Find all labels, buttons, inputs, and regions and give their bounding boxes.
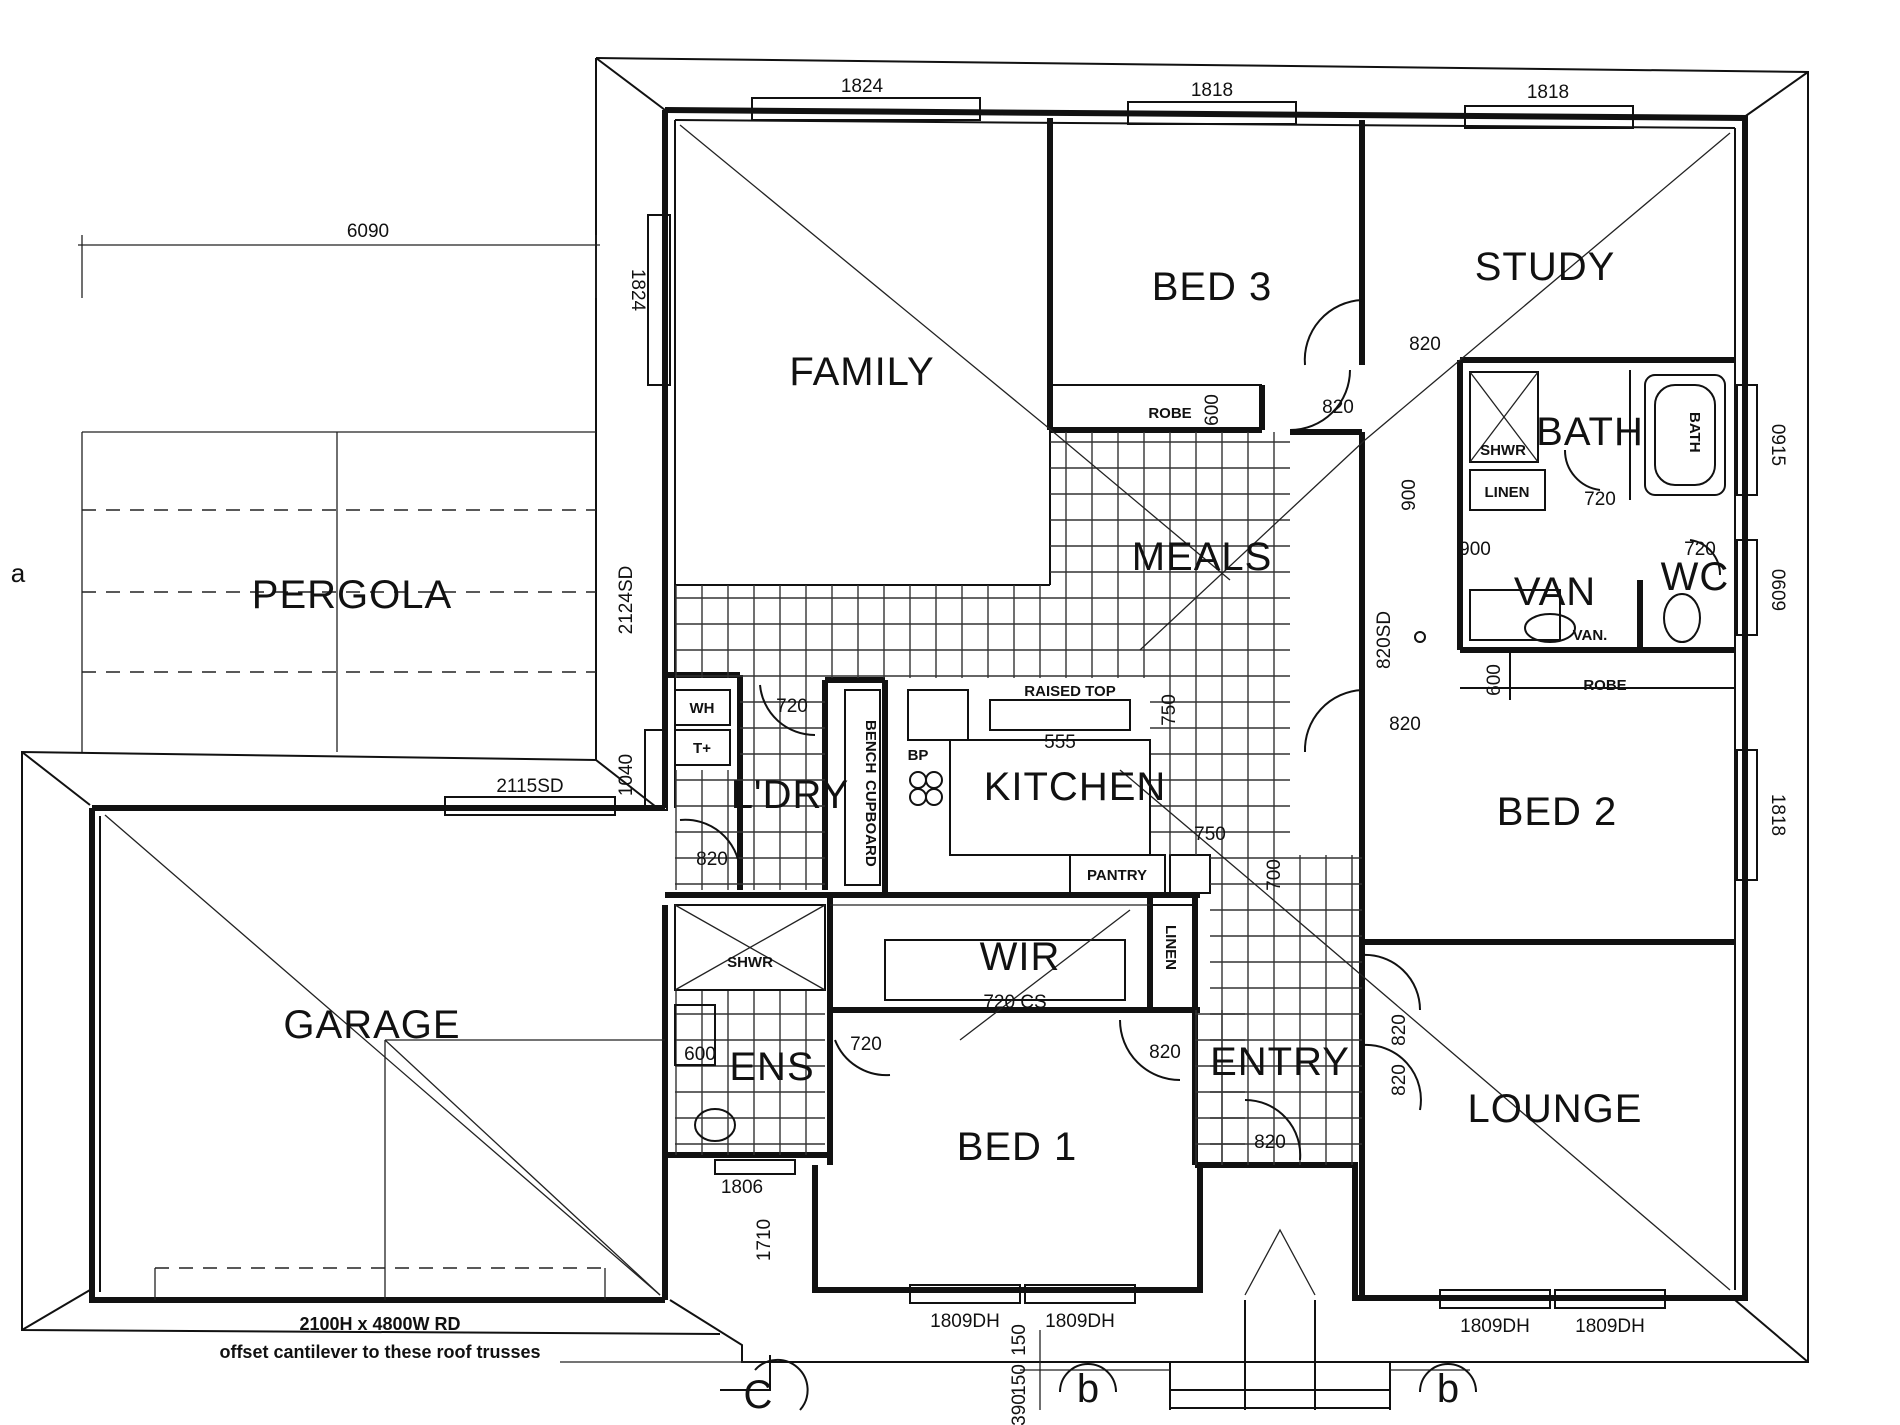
room-garage: GARAGE (283, 1003, 460, 1047)
dim-top-window-1: 1824 (841, 76, 884, 97)
dim-lounge-door-2: 820 (1389, 1064, 1410, 1096)
dim-ens-side: 1710 (754, 1219, 775, 1261)
section-marks: b b C a (11, 558, 1477, 1417)
floor-tiles (675, 432, 1362, 1165)
room-bed2: BED 2 (1497, 790, 1618, 834)
dim-door-bed3: 820 (1322, 397, 1354, 418)
dim-step-3: 390 (1009, 1394, 1030, 1425)
dim-wir-cavity-door: 720 CS (983, 992, 1046, 1013)
room-lounge: LOUNGE (1468, 1087, 1643, 1131)
dim-bath-door: 720 (1584, 489, 1616, 510)
dim-lounge-door-1: 820 (1389, 1014, 1410, 1046)
dim-vanity-side: 900 (1459, 539, 1491, 560)
room-labels: FAMILY BED 3 STUDY PERGOLA MEALS BATH VA… (252, 245, 1730, 1169)
label-shower-bath: SHWR (1480, 442, 1526, 459)
label-bp: BP (908, 747, 929, 764)
porch (560, 1228, 1470, 1410)
interior-walls (662, 118, 1735, 1295)
dim-pergola-width: 6090 (347, 221, 389, 242)
dim-hall-sliding-door: 820SD (1374, 611, 1395, 669)
dim-ens-window: 1806 (721, 1177, 763, 1198)
label-pantry: PANTRY (1087, 867, 1147, 884)
section-mark-bottom: C (744, 1373, 773, 1417)
label-robe-bed2: ROBE (1583, 677, 1626, 694)
label-robe-bed3: ROBE (1148, 405, 1191, 422)
dim-ens-door: 720 (850, 1034, 882, 1055)
room-diagonals (104, 124, 1731, 1300)
dim-ldry-window: 1040 (616, 754, 637, 796)
dim-entry-door: 820 (1254, 1132, 1286, 1153)
dim-bath-side-window: 0915 (1767, 424, 1788, 466)
roof-outline (21, 57, 1809, 1363)
label-water-heater: WH (690, 700, 715, 717)
dim-door-bed2: 820 (1389, 714, 1421, 735)
label-cupboard: CUPBOARD (862, 780, 879, 867)
exterior-walls (89, 107, 1748, 1303)
windows (444, 97, 1758, 1309)
label-linen-wir: LINEN (1162, 925, 1179, 970)
dim-ldry-door: 720 (776, 696, 808, 717)
label-linen-bath: LINEN (1485, 484, 1530, 501)
room-bed1: BED 1 (957, 1125, 1078, 1169)
dimension-labels: 1824 1818 1818 6090 1824 2124SD 1040 211… (347, 76, 1788, 1425)
dim-robe-depth-bed2: 600 (1484, 664, 1505, 696)
dim-bed1-window-2: 1809DH (1045, 1311, 1115, 1332)
dim-bed1-window-1: 1809DH (930, 1311, 1000, 1332)
label-vanity-bath: VAN. (1573, 627, 1608, 644)
dim-family-sliding-door: 2124SD (616, 566, 637, 635)
dim-lounge-window-2: 1809DH (1575, 1316, 1645, 1337)
pergola (78, 235, 600, 752)
room-study: STUDY (1475, 245, 1616, 289)
dim-wc-door: 720 (1684, 539, 1716, 560)
room-ens: ENS (729, 1045, 814, 1089)
dim-kitchen-bench: 750 (1159, 694, 1180, 726)
dim-bed2-side-window: 1818 (1767, 794, 1788, 836)
dim-top-window-3: 1818 (1527, 82, 1569, 103)
dim-family-side-window: 1824 (627, 269, 648, 312)
label-bath-tub: BATH (1686, 412, 1703, 453)
label-trough: T+ (693, 740, 711, 757)
doors (679, 299, 1722, 1161)
section-mark-left: b (1077, 1367, 1099, 1411)
dim-ens-vanity: 600 (684, 1044, 716, 1065)
dim-step-2: 150 (1009, 1364, 1030, 1396)
dim-garage-sliding-door: 2115SD (496, 776, 563, 797)
dim-ldry-door-2: 820 (696, 849, 728, 870)
room-wir: WIR (980, 935, 1061, 979)
dim-top-window-2: 1818 (1191, 80, 1233, 101)
dim-sink-width: 555 (1044, 732, 1076, 753)
fixtures (154, 371, 1726, 1300)
dim-hall-width: 900 (1399, 479, 1420, 511)
section-mark-west: a (11, 558, 26, 588)
room-pergola: PERGOLA (252, 573, 452, 617)
dim-pantry-door: 700 (1264, 859, 1285, 891)
dim-lounge-window-1: 1809DH (1460, 1316, 1530, 1337)
room-van: VAN (1514, 570, 1596, 614)
dim-step-1: 150 (1009, 1324, 1030, 1356)
room-bed3: BED 3 (1152, 265, 1273, 309)
label-raised-top: RAISED TOP (1024, 683, 1115, 700)
room-entry: ENTRY (1210, 1040, 1350, 1084)
dim-pantry-width: 750 (1194, 824, 1226, 845)
room-bath: BATH (1536, 410, 1644, 454)
room-wc: WC (1661, 555, 1730, 599)
label-bench: BENCH (862, 720, 879, 773)
room-kitchen: KITCHEN (984, 765, 1167, 809)
room-ldry: L'DRY (731, 773, 850, 817)
section-mark-right: b (1437, 1367, 1459, 1411)
note-cantilever: offset cantilever to these roof trusses (219, 1342, 540, 1362)
note-garage-door: 2100H x 4800W RD (299, 1314, 460, 1334)
notes: 2100H x 4800W RD offset cantilever to th… (219, 1314, 540, 1362)
room-family: FAMILY (789, 350, 934, 394)
fixture-labels: ROBE ROBE SHWR SHWR LINEN VAN. WH T+ RAI… (690, 405, 1704, 971)
dim-wc-side-window: 0609 (1767, 569, 1788, 611)
room-meals: MEALS (1132, 535, 1273, 579)
dim-robe-depth-bed3: 600 (1202, 394, 1223, 426)
dim-door-study: 820 (1409, 334, 1441, 355)
label-shower-ens: SHWR (727, 954, 773, 971)
dim-bed1-door: 820 (1149, 1042, 1181, 1063)
